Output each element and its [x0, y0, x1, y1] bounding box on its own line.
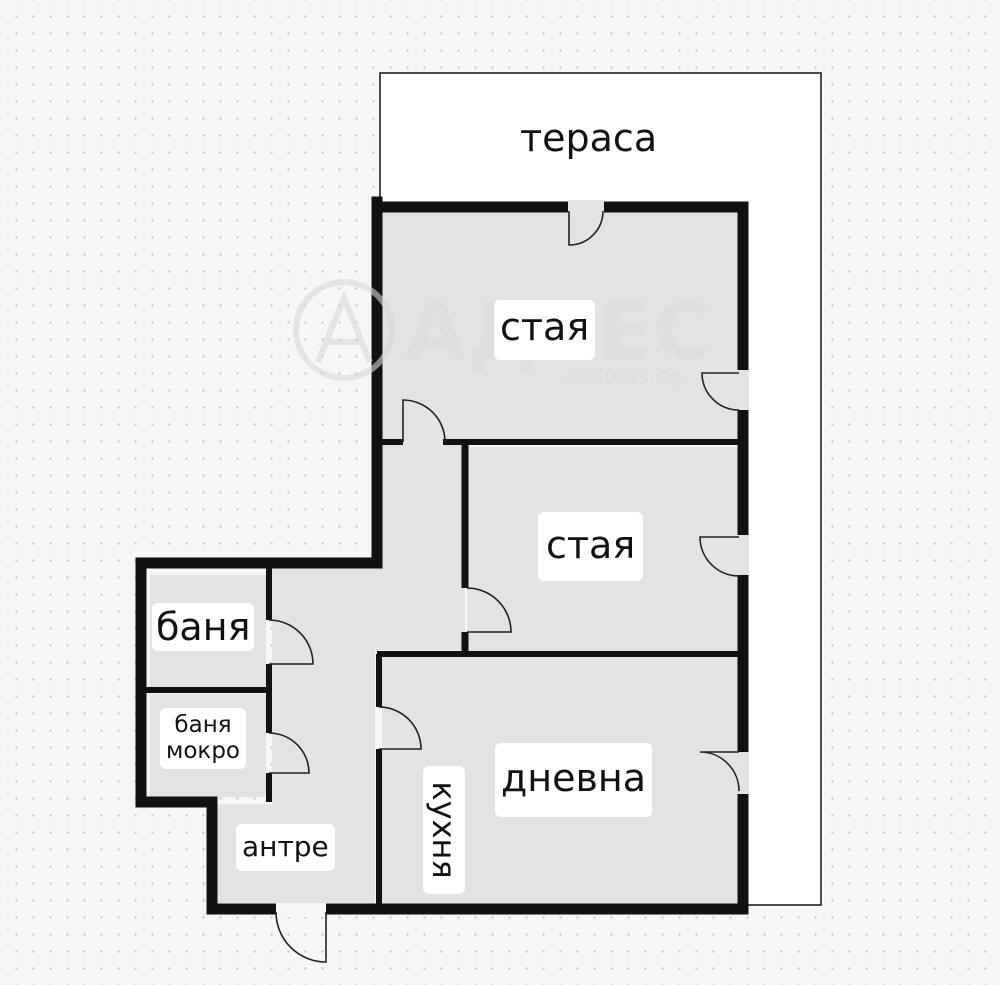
label-kitchen: кухня [423, 766, 465, 894]
label-room-middle: стая [538, 512, 644, 581]
door-swings [268, 210, 740, 963]
label-terrace: тераса [514, 107, 664, 169]
label-living: дневна [495, 743, 653, 817]
watermark-site: address.bg [562, 364, 684, 389]
label-wet-bath-line1: баня [174, 712, 232, 738]
label-room-top: стая [494, 300, 596, 360]
label-hall: антре [236, 824, 335, 871]
watermark-logo [293, 279, 395, 381]
label-bathroom: баня [152, 603, 255, 651]
label-wet-bath-line2: мокро [166, 738, 240, 765]
inner-walls [141, 439, 743, 909]
label-wet-bath: баня мокро [160, 708, 246, 769]
